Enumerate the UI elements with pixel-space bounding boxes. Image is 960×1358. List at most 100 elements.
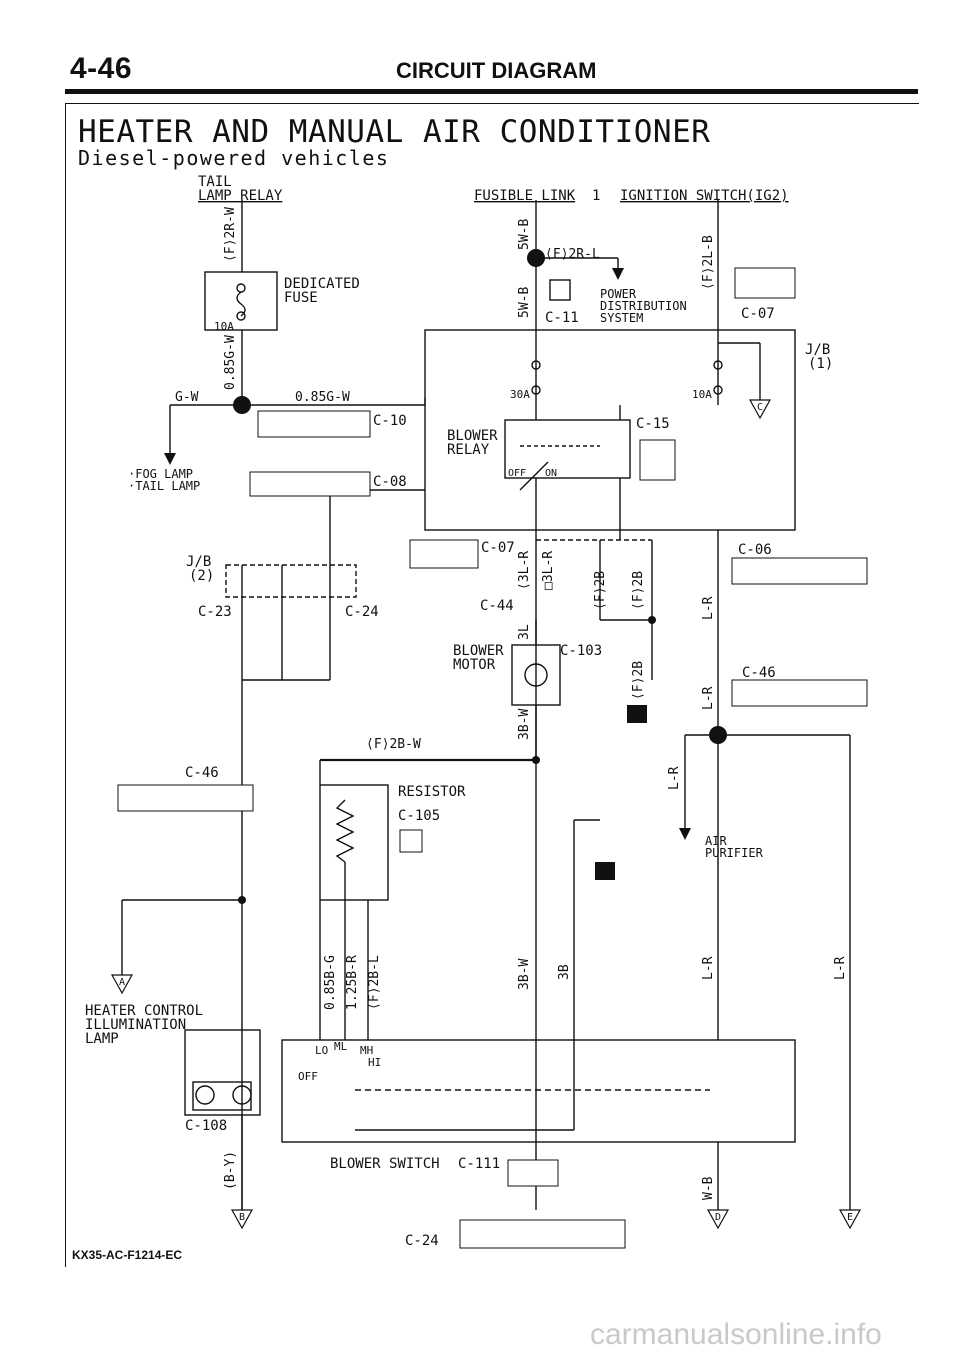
wire-2b-2-label: ⟨F⟩2B xyxy=(631,571,646,610)
heater-lamp-label-1: HEATER CONTROL xyxy=(85,1003,203,1019)
arrow-fog xyxy=(164,453,176,465)
power-dist-label-2: DISTRIBUTION xyxy=(600,299,687,313)
dedicated-fuse-box xyxy=(204,271,278,331)
relay-off-label: OFF xyxy=(508,468,526,479)
wire-lr-4-label: L-R xyxy=(701,956,716,980)
dedicated-fuse-label-1: DEDICATED xyxy=(284,276,360,292)
connector-c23: C-23 xyxy=(198,604,232,620)
junction-10 xyxy=(527,249,545,267)
jb1-box xyxy=(424,329,796,531)
power-dist-label-3: SYSTEM xyxy=(600,311,643,325)
fuse-terminal xyxy=(713,360,723,370)
connector-c08: C-08 xyxy=(373,474,407,490)
wire-wb-label: W-B xyxy=(701,1176,716,1200)
wire-085gw-v-label: 0.85G-W xyxy=(223,335,238,390)
c24-grid-bottom xyxy=(459,1219,626,1249)
resistor-coil xyxy=(335,799,355,863)
blower-motor-label-1: BLOWER xyxy=(453,643,504,659)
wire-3bw-2-label: 3B-W xyxy=(517,959,532,990)
c07b-grid xyxy=(409,539,479,569)
connector-c103: C-103 xyxy=(560,643,602,659)
c06-grid xyxy=(731,557,868,585)
heater-lamp-box xyxy=(184,1029,261,1116)
wire-3lr-1-label: ⟨3L-R xyxy=(517,551,532,590)
dedicated-fuse-label-2: FUSE xyxy=(284,290,318,306)
switch-ml-label: ML xyxy=(334,1040,348,1053)
ignition-switch-label: IGNITION SWITCH(IG2) xyxy=(620,188,789,204)
terminal-marker-8 xyxy=(627,705,647,723)
wire-2bw-label: ⟨F⟩2B-W xyxy=(366,737,421,752)
connector-c24: C-24 xyxy=(345,604,379,620)
wire-5wb-2-label: 5W-B xyxy=(517,287,532,318)
junction-dot xyxy=(532,756,540,764)
wire-2b-3-label: ⟨F⟩2B xyxy=(631,661,646,700)
wire-3bw-1-label: 3B-W xyxy=(517,709,532,740)
connector-c10: C-10 xyxy=(373,413,407,429)
junction-dot xyxy=(648,616,656,624)
fuse-terminal xyxy=(236,311,246,321)
watermark: carmanualsonline.info xyxy=(590,1318,882,1351)
jb2-label-2: (2) xyxy=(189,568,214,584)
connector-c24-bottom: C-24 xyxy=(405,1233,439,1249)
wire-2rw-label: ⟨F⟩2R-W xyxy=(223,207,238,262)
wire-2bl-label: ⟨F⟩2B-L xyxy=(367,955,382,1010)
marker-e-label: E xyxy=(847,1212,853,1223)
tail-lamp-relay-label-1: TAIL xyxy=(198,174,232,190)
connector-c07-top: C-07 xyxy=(741,306,775,322)
junction-65 xyxy=(709,726,727,744)
c46-grid-right xyxy=(731,679,868,707)
switch-off-label: OFF xyxy=(298,1070,318,1083)
c46-grid-left xyxy=(117,784,254,812)
connector-c44: C-44 xyxy=(480,598,514,614)
resistor-box xyxy=(319,784,389,901)
fuse-terminal xyxy=(531,385,541,395)
air-purifier-label-2: PURIFIER xyxy=(705,846,764,860)
marker-e-icon xyxy=(838,1209,862,1230)
jb2-box xyxy=(225,564,357,598)
diagram-frame xyxy=(65,103,919,1267)
diagram-title: HEATER AND MANUAL AIR CONDITIONER xyxy=(78,114,711,150)
connector-c07-mid: C-07 xyxy=(481,540,515,556)
diagram-subtitle: Diesel-powered vehicles xyxy=(78,146,390,170)
wire-by-label: (B-Y) xyxy=(223,1151,238,1190)
wire-125br-label: 1.25B-R xyxy=(345,955,360,1010)
switch-hi-label: HI xyxy=(368,1056,381,1069)
blower-motor-icon xyxy=(524,663,548,687)
fuse-terminal xyxy=(236,283,246,293)
lamp-bulb-right xyxy=(232,1085,252,1105)
connector-c15: C-15 xyxy=(636,416,670,432)
relay-on-label: ON xyxy=(545,468,557,479)
jb1-label-2: (1) xyxy=(808,356,833,372)
marker-d-label: D xyxy=(715,1212,721,1223)
fuse-symbol xyxy=(236,291,246,317)
arrow-2rl xyxy=(612,268,624,280)
power-dist-label-1: POWER xyxy=(600,287,637,301)
connector-c46-right: C-46 xyxy=(742,665,776,681)
c08-grid xyxy=(249,471,371,497)
junction-16 xyxy=(233,396,251,414)
blower-switch-box xyxy=(281,1039,796,1143)
heater-lamp-label-2: ILLUMINATION xyxy=(85,1017,186,1033)
relay-contact xyxy=(519,461,549,491)
tail-lamp-label: ·TAIL LAMP xyxy=(128,479,200,493)
lamp-bulb-left xyxy=(195,1085,215,1105)
c10-grid xyxy=(257,410,371,438)
fuse-rating-11: 30A xyxy=(510,388,530,401)
wire-2lb-label: ⟨F⟩2L-B xyxy=(701,235,716,290)
fuse-rating-8: 10A xyxy=(214,320,234,333)
arrow-purifier xyxy=(679,828,691,840)
terminal-marker-3 xyxy=(595,862,615,880)
fuse-terminal xyxy=(713,385,723,395)
connector-c108: C-108 xyxy=(185,1118,227,1134)
tail-lamp-relay-label-2: LAMP RELAY xyxy=(198,188,283,204)
c07-grid xyxy=(734,267,796,299)
heater-lamp-label-3: LAMP xyxy=(85,1031,119,1047)
marker-c-label: C xyxy=(757,402,763,413)
fuse-terminal xyxy=(531,360,541,370)
resistor-label: RESISTOR xyxy=(398,784,466,800)
wire-085gw-label: 0.85G-W xyxy=(295,390,350,405)
wire-2b-1-label: ⟨F⟩2B xyxy=(593,571,608,610)
marker-b-label: B xyxy=(239,1212,245,1223)
page-number: 4-46 xyxy=(70,52,133,85)
marker-a-icon xyxy=(110,974,134,995)
